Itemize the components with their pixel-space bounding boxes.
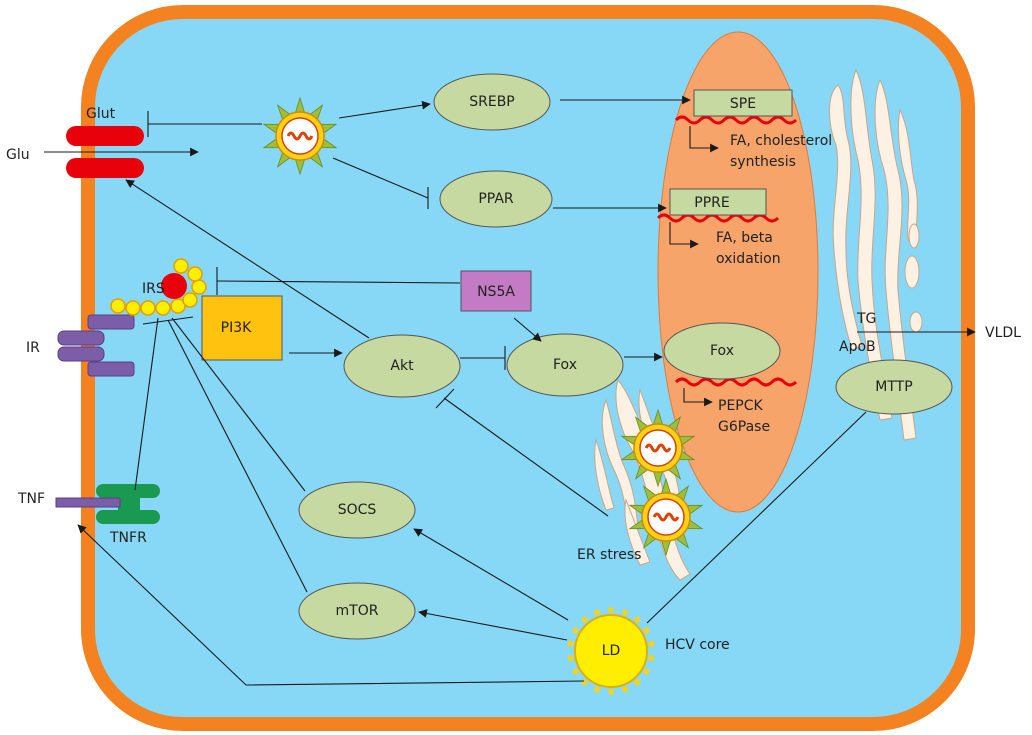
tnf-receptor: [96, 484, 160, 524]
mttp-node: [835, 359, 953, 415]
ppar-node: [439, 170, 553, 228]
socs-label: SOCS: [338, 502, 377, 518]
ppar-label: PPAR: [478, 191, 514, 207]
spe-label: SPE: [730, 96, 756, 112]
fa-cholesterol-label: FA, cholesterol: [730, 133, 832, 149]
ppre-label: PPRE: [694, 195, 729, 211]
tnf-ligand: [55, 497, 121, 508]
hcv-virion-er-1: [620, 408, 696, 488]
glut-transporter-top: [66, 126, 144, 146]
glut-transporter-bottom: [66, 158, 144, 178]
oxidation-label: oxidation: [716, 251, 781, 267]
akt-label: Akt: [390, 358, 414, 374]
pepck-label: PEPCK: [718, 398, 764, 414]
pi3k-box: [201, 295, 283, 361]
tnfr-label: TNFR: [109, 530, 147, 546]
ppre-box: [669, 188, 767, 216]
tnf-label: TNF: [17, 491, 45, 507]
srebp-node: [433, 73, 551, 131]
tg-label: TG: [856, 311, 876, 327]
irs-complex: [110, 258, 207, 316]
glut-label: Glut: [86, 106, 116, 122]
hcv-virion-top: [262, 96, 338, 176]
hcv-virion-er-2: [628, 477, 704, 557]
hcv-core-label: HCV core: [665, 637, 730, 653]
dna-strand-spe: [674, 115, 798, 125]
ld-label: LD: [602, 643, 621, 659]
ns5a-box: [460, 270, 532, 312]
spe-box: [693, 89, 793, 117]
apob-label: ApoB: [839, 339, 876, 355]
nucleus: [657, 31, 819, 513]
socs-node: [298, 481, 416, 539]
fox-nuclear-label: Fox: [710, 343, 734, 359]
pi3k-label: PI3K: [221, 320, 252, 336]
glu-label: Glu: [6, 147, 30, 163]
fox-label: Fox: [553, 357, 577, 373]
fa-beta-label: FA, beta: [716, 230, 773, 246]
vldl-label: VLDL: [985, 325, 1021, 341]
ir-label: IR: [26, 340, 40, 356]
fox-node: [506, 333, 624, 397]
er-stress-label: ER stress: [577, 547, 641, 563]
mtor-label: mTOR: [336, 603, 379, 619]
ns5a-label: NS5A: [477, 284, 515, 300]
fox-nuclear-node: [663, 322, 781, 380]
dna-strand-fox: [674, 377, 798, 387]
golgi-stack: [829, 68, 923, 441]
insulin-receptor: [57, 314, 135, 377]
dna-strand-ppre: [656, 213, 780, 223]
akt-node: [343, 334, 461, 398]
irs-label: IRS: [142, 281, 165, 297]
mtor-node: [298, 582, 416, 640]
synthesis-label: synthesis: [730, 154, 796, 170]
g6pase-label: G6Pase: [718, 419, 770, 435]
srebp-label: SREBP: [469, 94, 515, 110]
irs-phospho: [161, 273, 187, 299]
mttp-label: MTTP: [875, 379, 912, 395]
